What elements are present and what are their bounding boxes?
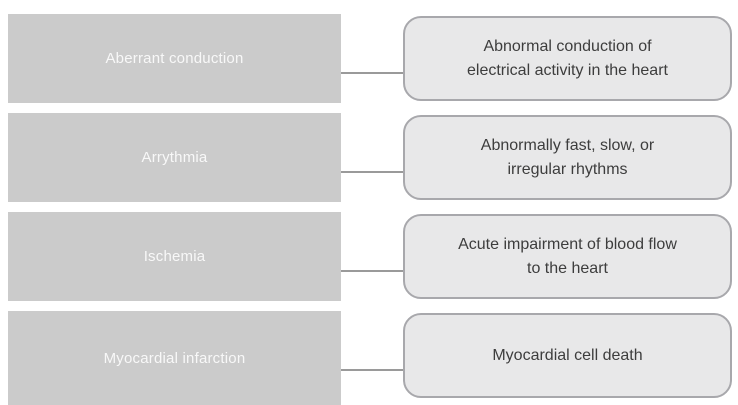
term-box: Aberrant conduction	[8, 14, 341, 103]
term-box: Ischemia	[8, 212, 341, 301]
definition-box: Abnormally fast, slow, or irregular rhyt…	[403, 115, 732, 200]
connector-line	[341, 369, 403, 371]
definition-box: Abnormal conduction of electrical activi…	[403, 16, 732, 101]
match-row: Myocardial infarction Myocardial cell de…	[0, 311, 738, 405]
connector-line	[341, 171, 403, 173]
definition-box: Myocardial cell death	[403, 313, 732, 398]
term-box: Arrythmia	[8, 113, 341, 202]
connector-line	[341, 270, 403, 272]
match-row: Aberrant conduction Abnormal conduction …	[0, 14, 738, 103]
connector-line	[341, 72, 403, 74]
term-label: Myocardial infarction	[103, 349, 246, 367]
term-box: Myocardial infarction	[8, 311, 341, 405]
definition-label: Myocardial cell death	[492, 346, 643, 364]
definition-label: Acute impairment of blood flow to the he…	[458, 236, 677, 277]
term-label: Aberrant conduction	[105, 50, 244, 67]
term-label: Arrythmia	[141, 149, 208, 166]
match-row: Arrythmia Abnormally fast, slow, or irre…	[0, 113, 738, 202]
definition-label: Abnormal conduction of electrical activi…	[467, 38, 668, 79]
match-row: Ischemia Acute impairment of blood flow …	[0, 212, 738, 301]
definition-label: Abnormally fast, slow, or irregular rhyt…	[480, 137, 655, 178]
definition-box: Acute impairment of blood flow to the he…	[403, 214, 732, 299]
term-label: Ischemia	[143, 248, 206, 265]
